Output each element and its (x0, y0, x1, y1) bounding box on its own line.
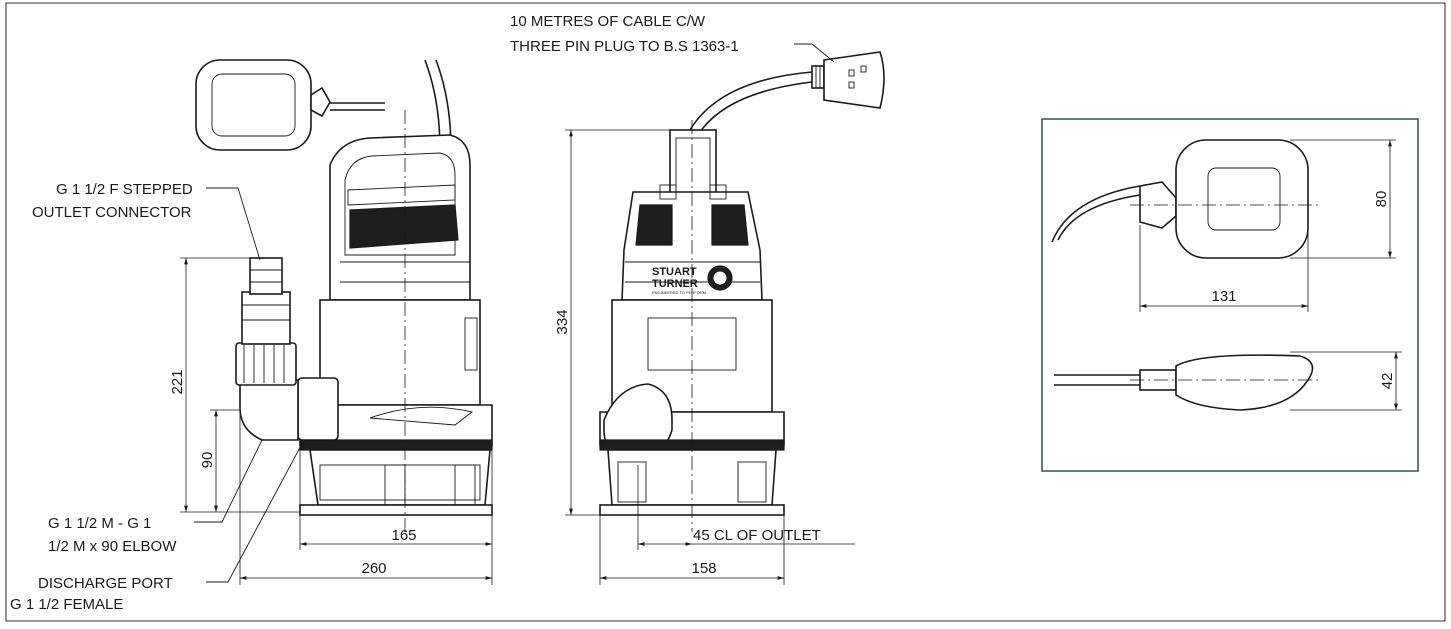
elbow-label-line2: 1/2 M x 90 ELBOW (48, 538, 177, 555)
page-frame (5, 2, 1446, 622)
side-base (299, 404, 493, 516)
outlet-label-line2: OUTLET CONNECTOR (32, 204, 192, 221)
float-top-view (1051, 139, 1320, 259)
dim-165-text: 165 (391, 527, 416, 544)
float-side-view (1054, 354, 1320, 411)
brand-tagline: ENGINEERED TO PERFORM (652, 290, 706, 295)
dim-334-text: 334 (554, 309, 571, 334)
dim-158-text: 158 (691, 560, 716, 577)
side-outlet-elbow (235, 257, 339, 441)
side-motor-body (319, 299, 481, 406)
dim-cl-outlet: 45 CL OF OUTLET (637, 465, 855, 550)
cable-label-line2: THREE PIN PLUG TO B.S 1363-1 (510, 38, 739, 55)
dim-42-text: 42 (1379, 373, 1396, 390)
brand-logo: STUART TURNER ENGINEERED TO PERFORM (652, 265, 733, 295)
front-view: 10 METRES OF CABLE C/W THREE PIN PLUG TO… (510, 13, 885, 585)
dim-port-height: 90 (199, 409, 240, 512)
three-pin-plug (811, 51, 885, 109)
side-handle (329, 134, 471, 301)
dim-90-text: 90 (199, 452, 216, 469)
dim-side-overall-width: 260 (239, 410, 492, 585)
elbow-label-line1: G 1 1/2 M - G 1 (48, 515, 151, 532)
cable-label-line1: 10 METRES OF CABLE C/W (510, 13, 706, 30)
dim-221-text: 221 (169, 369, 186, 394)
dim-front-width: 158 (599, 515, 785, 585)
dim-260-text: 260 (361, 560, 386, 577)
callout-discharge-port: DISCHARGE PORT G 1 1/2 FEMALE (10, 439, 305, 613)
dim-front-height: 334 (554, 129, 672, 516)
dim-float-length: 131 (1139, 225, 1309, 312)
dim-float-thickness: 42 (1290, 351, 1402, 411)
panel-border (1041, 118, 1419, 472)
dim-side-inner-width: 165 (299, 445, 493, 585)
dim-outlet-height: 221 (169, 257, 300, 513)
outlet-label-line1: G 1 1/2 F STEPPED (56, 181, 193, 198)
cl-outlet-text: 45 CL OF OUTLET (693, 527, 821, 544)
brand-line1: STUART (652, 266, 697, 278)
side-view: 221 90 165 260 G 1 1/2 F STEPPED OUTLET … (10, 59, 493, 613)
float-switch-panel: 80 131 42 (1041, 118, 1419, 472)
dim-80-text: 80 (1373, 191, 1390, 208)
port-label-line2: G 1 1/2 FEMALE (10, 596, 123, 613)
dim-131-text: 131 (1211, 288, 1236, 305)
brand-line2: TURNER (652, 278, 698, 290)
callout-outlet-connector: G 1 1/2 F STEPPED OUTLET CONNECTOR (32, 181, 261, 261)
side-float-switch (195, 59, 385, 151)
callout-elbow: G 1 1/2 M - G 1 1/2 M x 90 ELBOW (48, 439, 263, 555)
port-label-line1: DISCHARGE PORT (38, 575, 173, 592)
